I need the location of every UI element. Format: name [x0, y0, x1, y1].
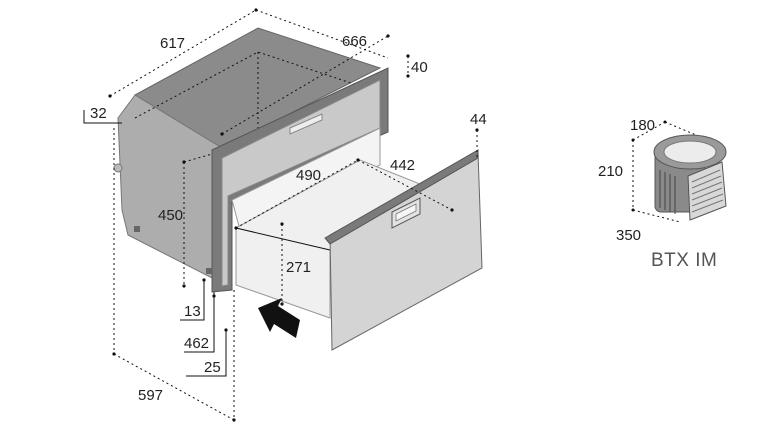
- dim-overall-depth: 666: [342, 33, 367, 50]
- unit-top-fan: [663, 140, 717, 164]
- dim-inner-depth: 442: [390, 157, 415, 174]
- unit-fins: [659, 170, 676, 214]
- dim-width-bottom: 462: [184, 335, 209, 352]
- unit-dim-depth: 350: [616, 227, 641, 244]
- drawer-front-top-edge: [324, 149, 479, 245]
- dim-flange: 40: [411, 59, 428, 76]
- unit-grille-slats: [691, 169, 724, 213]
- front-frame-inner: [221, 79, 381, 287]
- insert-arrow: [258, 298, 300, 338]
- dim-inner-width: 490: [296, 167, 321, 184]
- dim-front-offset: 32: [90, 105, 107, 122]
- cabinet-hidden-edges: [134, 51, 379, 119]
- dim-height: 450: [158, 207, 183, 224]
- dim-overall-width: 597: [138, 387, 163, 404]
- unit-caption: BTX IM: [651, 250, 717, 271]
- dim-side-gap: 25: [204, 359, 221, 376]
- btx-im-unit: 180 210 350 BTX IM: [598, 117, 727, 271]
- dim-drawer-front: 44: [470, 111, 487, 128]
- dimension-labels: 617 666 40 32 44 490 442 450 271 13 462 …: [90, 33, 487, 404]
- dim-drawer-height: 271: [286, 259, 311, 276]
- foot-left: [134, 226, 140, 232]
- fridge-drawer-illustration: [113, 27, 483, 351]
- dim-depth-top: 617: [160, 35, 185, 52]
- unit-dim-height: 210: [598, 163, 623, 180]
- foot-right: [206, 268, 212, 274]
- unit-dim-width: 180: [630, 117, 655, 134]
- top-handle-slot: [289, 113, 323, 135]
- drawer-box-edge: [235, 227, 331, 251]
- side-knob: [113, 163, 123, 173]
- dim-bottom-gap: 13: [184, 303, 201, 320]
- unit-grille: [687, 161, 727, 221]
- drawer-handle-grip: [395, 203, 417, 222]
- dimension-lines: [83, 8, 479, 422]
